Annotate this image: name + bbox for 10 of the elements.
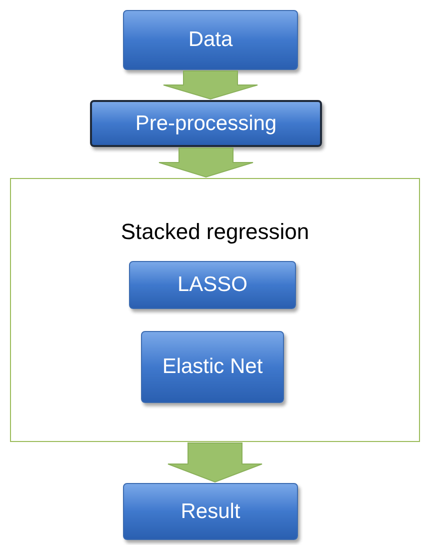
process-box: Result — [123, 483, 298, 540]
process-box: Pre-processing — [90, 100, 322, 147]
block-arrow — [158, 148, 254, 178]
process-box: Data — [123, 10, 298, 70]
group-title: Stacked regression — [120, 218, 310, 246]
process-box: LASSO — [129, 261, 296, 309]
process-box: Elastic Net — [141, 331, 284, 403]
block-arrow — [163, 70, 258, 100]
group-frame — [10, 178, 420, 442]
block-arrow — [168, 442, 262, 483]
